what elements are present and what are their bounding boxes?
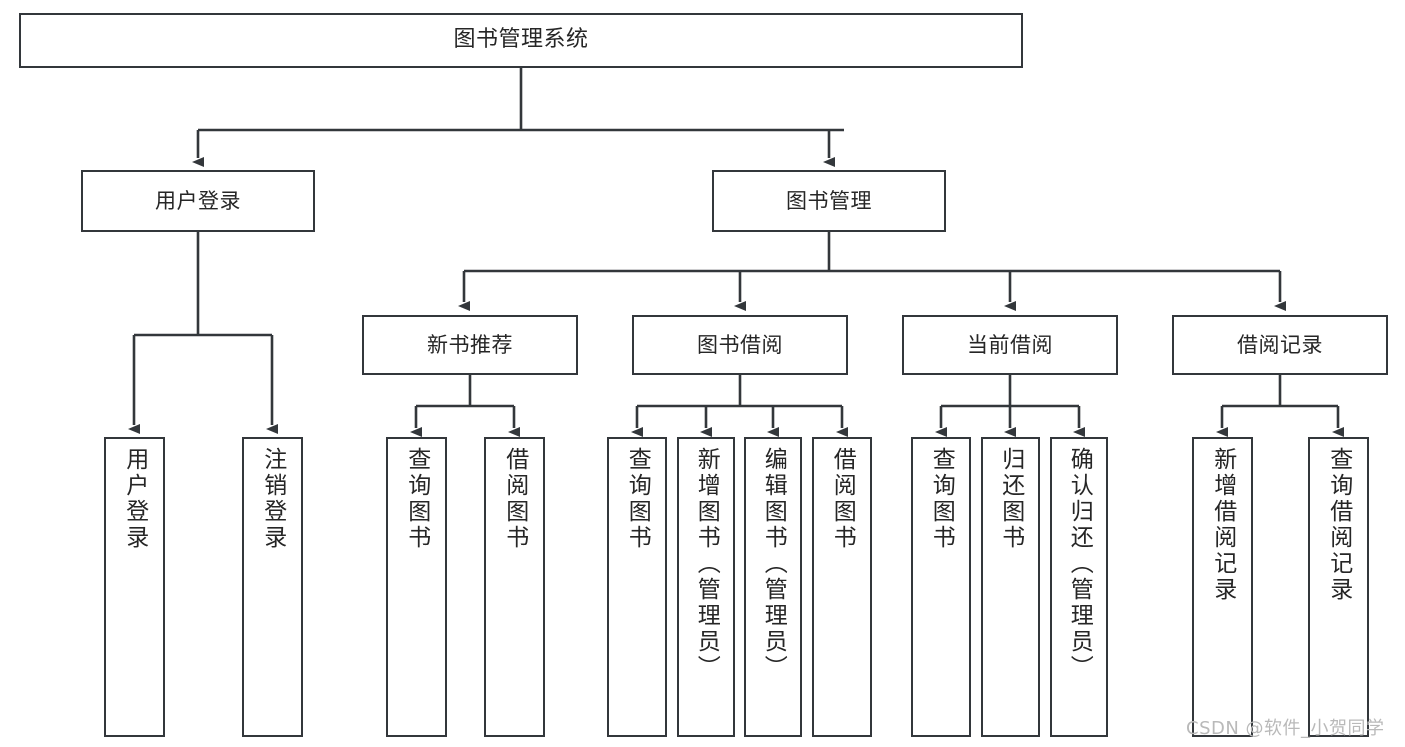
leaf-query-book-1-label: 查询图书	[403, 447, 430, 551]
leaf-add-book-admin-label: 新增图书（管理员）	[693, 447, 720, 681]
leaf-query-book-2-label: 查询图书	[624, 447, 651, 551]
node-borrow-record-label: 借阅记录	[1237, 332, 1323, 357]
leaf-user-login-label: 用户登录	[121, 447, 148, 551]
leaf-borrow-book-2[interactable]: 借阅图书	[812, 437, 872, 737]
node-book-borrow-label: 图书借阅	[697, 332, 783, 357]
node-user-login-label: 用户登录	[155, 188, 241, 213]
leaf-borrow-book-1-label: 借阅图书	[501, 447, 528, 551]
node-book-borrow[interactable]: 图书借阅	[632, 315, 848, 375]
node-new-book-recommend-label: 新书推荐	[427, 332, 513, 357]
leaf-logout-login[interactable]: 注销登录	[242, 437, 303, 737]
node-current-borrow-label: 当前借阅	[967, 332, 1053, 357]
node-root[interactable]: 图书管理系统	[19, 13, 1023, 68]
leaf-logout-login-label: 注销登录	[259, 447, 286, 551]
leaf-return-book[interactable]: 归还图书	[981, 437, 1040, 737]
leaf-query-borrow-record[interactable]: 查询借阅记录	[1308, 437, 1369, 737]
leaf-borrow-book-2-label: 借阅图书	[829, 447, 856, 551]
leaf-edit-book-admin-label: 编辑图书（管理员）	[760, 447, 787, 681]
leaf-add-borrow-record-label: 新增借阅记录	[1209, 447, 1236, 603]
leaf-add-book-admin[interactable]: 新增图书（管理员）	[677, 437, 735, 737]
node-book-manage-label: 图书管理	[786, 188, 872, 213]
leaf-query-book-1[interactable]: 查询图书	[386, 437, 447, 737]
node-user-login[interactable]: 用户登录	[81, 170, 315, 232]
node-book-manage[interactable]: 图书管理	[712, 170, 946, 232]
node-borrow-record[interactable]: 借阅记录	[1172, 315, 1388, 375]
node-current-borrow[interactable]: 当前借阅	[902, 315, 1118, 375]
leaf-confirm-return-admin-label: 确认归还（管理员）	[1066, 447, 1093, 681]
leaf-query-book-2[interactable]: 查询图书	[607, 437, 667, 737]
watermark: CSDN @软件_小贺同学	[1186, 718, 1385, 739]
leaf-add-borrow-record[interactable]: 新增借阅记录	[1192, 437, 1253, 737]
node-new-book-recommend[interactable]: 新书推荐	[362, 315, 578, 375]
leaf-query-borrow-record-label: 查询借阅记录	[1325, 447, 1352, 603]
leaf-edit-book-admin[interactable]: 编辑图书（管理员）	[744, 437, 802, 737]
leaf-user-login[interactable]: 用户登录	[104, 437, 165, 737]
leaf-confirm-return-admin[interactable]: 确认归还（管理员）	[1050, 437, 1108, 737]
node-root-label: 图书管理系统	[453, 27, 589, 53]
leaf-borrow-book-1[interactable]: 借阅图书	[484, 437, 545, 737]
leaf-query-book-3[interactable]: 查询图书	[911, 437, 971, 737]
leaf-return-book-label: 归还图书	[997, 447, 1024, 551]
leaf-query-book-3-label: 查询图书	[928, 447, 955, 551]
